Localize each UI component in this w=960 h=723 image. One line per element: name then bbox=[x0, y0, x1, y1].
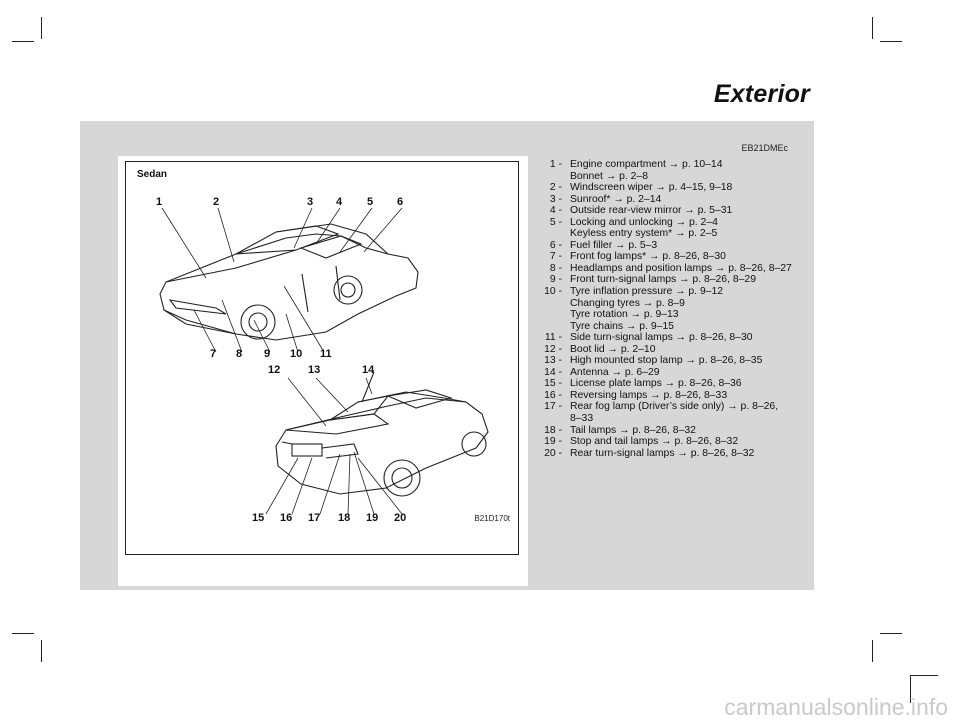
callout-13: 13 bbox=[308, 364, 321, 376]
list-item: 20 -Rear turn-signal lamps → p. 8–26, 8–… bbox=[544, 447, 755, 459]
leader-lines-front bbox=[161, 207, 403, 353]
watermark: carmanualsonline.info bbox=[724, 694, 948, 720]
list-item: 6 -Fuel filler → p. 5–3 bbox=[549, 239, 658, 251]
front-car-grille bbox=[168, 299, 227, 315]
callout-9: 9 bbox=[264, 348, 271, 360]
list-item: 5 -Locking and unlocking → p. 2–4 bbox=[549, 216, 718, 228]
list-item: 14 -Antenna → p. 6–29 bbox=[544, 366, 660, 378]
front-car-body bbox=[159, 233, 419, 341]
figure-frame: Sedan 1 2 3 4 5 6 7 8 9 10 11 12 13 14 1… bbox=[125, 161, 519, 555]
rear-car-side-window bbox=[386, 389, 453, 409]
callout-4: 4 bbox=[336, 196, 343, 208]
list-item: 16 -Reversing lamps → p. 8–26, 8–33 bbox=[544, 389, 728, 401]
vehicle-figure: Sedan 1 2 3 4 5 6 7 8 9 10 11 12 13 14 1… bbox=[118, 156, 528, 586]
callout-15: 15 bbox=[252, 512, 265, 524]
list-item: Tyre chains → p. 9–15 bbox=[570, 320, 674, 332]
crop-mark bbox=[872, 17, 873, 39]
figure-label: Sedan bbox=[137, 169, 168, 180]
corner-mark bbox=[910, 675, 938, 676]
list-item: 7 -Front fog lamps* → p. 8–26, 8–30 bbox=[549, 251, 726, 263]
callout-6: 6 bbox=[397, 196, 404, 208]
list-item: 9 -Front turn-signal lamps → p. 8–26, 8–… bbox=[549, 274, 756, 286]
rear-car-tail-lamps bbox=[281, 441, 359, 459]
rear-car-rear-wheel-hub bbox=[391, 467, 413, 489]
list-item: 8 -Headlamps and position lamps → p. 8–2… bbox=[549, 262, 792, 274]
crop-mark bbox=[12, 41, 34, 42]
list-item: 10 -Tyre inflation pressure → p. 9–12 bbox=[544, 286, 724, 298]
front-car-rear-wheel-hub bbox=[340, 282, 356, 298]
list-item: 13 -High mounted stop lamp → p. 8–26, 8–… bbox=[544, 355, 763, 367]
crop-mark bbox=[41, 17, 42, 39]
rear-car-antenna bbox=[361, 371, 375, 403]
page-title: Exterior bbox=[713, 80, 810, 108]
front-car-front-wheel bbox=[240, 304, 276, 340]
callout-2: 2 bbox=[213, 196, 220, 208]
list-item: 3 -Sunroof* → p. 2–14 bbox=[549, 193, 662, 205]
callout-12: 12 bbox=[268, 364, 281, 376]
list-item: 15 -License plate lamps → p. 8–26, 8–36 bbox=[544, 378, 742, 390]
reference-code: EB21DMEc bbox=[741, 143, 788, 153]
front-car-rear-wheel bbox=[333, 275, 363, 305]
rear-car-roof bbox=[357, 391, 467, 403]
callout-11: 11 bbox=[320, 348, 332, 360]
front-car-side-window bbox=[299, 235, 363, 259]
list-item: 17 -Rear fog lamp (Driver’s side only) →… bbox=[544, 401, 779, 413]
list-item: 1 -Engine compartment → p. 10–14 bbox=[549, 159, 723, 170]
callout-3: 3 bbox=[307, 196, 314, 208]
callout-16: 16 bbox=[280, 512, 293, 524]
rear-car-body bbox=[275, 397, 489, 495]
list-item: Bonnet → p. 2–8 bbox=[570, 170, 648, 182]
list-item: 12 -Boot lid → p. 2–10 bbox=[544, 343, 656, 355]
callout-18: 18 bbox=[338, 512, 351, 524]
callout-17: 17 bbox=[308, 512, 321, 524]
rear-car-front-wheel bbox=[461, 431, 487, 457]
rear-car-license-plate bbox=[291, 443, 323, 457]
crop-mark bbox=[872, 640, 873, 662]
crop-mark bbox=[41, 640, 42, 662]
callout-8: 8 bbox=[236, 348, 243, 360]
list-item: 19 -Stop and tail lamps → p. 8–26, 8–32 bbox=[544, 436, 739, 448]
crop-mark bbox=[12, 633, 34, 634]
car-illustration bbox=[159, 207, 489, 515]
crop-mark bbox=[880, 41, 902, 42]
front-car-front-wheel-hub bbox=[248, 312, 268, 332]
list-item: Keyless entry system* → p. 2–5 bbox=[570, 228, 718, 240]
list-item: Changing tyres → p. 8–9 bbox=[570, 297, 685, 309]
callout-19: 19 bbox=[366, 512, 379, 524]
content-panel: EB21DMEc bbox=[80, 121, 814, 590]
list-item: Tyre rotation → p. 9–13 bbox=[570, 309, 679, 321]
callout-1: 1 bbox=[156, 196, 163, 208]
callout-5: 5 bbox=[367, 196, 374, 208]
parts-list: 1 -Engine compartment → p. 10–14 Bonnet … bbox=[534, 159, 804, 459]
list-item: 18 -Tail lamps → p. 8–26, 8–32 bbox=[544, 424, 696, 436]
crop-mark bbox=[880, 633, 902, 634]
rear-car-rear-wheel bbox=[383, 459, 421, 497]
front-car-door-line bbox=[301, 265, 341, 313]
figure-id: B21D170t bbox=[474, 514, 510, 523]
callout-10: 10 bbox=[290, 348, 303, 360]
callout-14: 14 bbox=[362, 364, 375, 376]
front-car-windshield bbox=[235, 225, 340, 255]
corner-mark bbox=[910, 675, 911, 703]
list-item: 8–33 bbox=[570, 413, 594, 425]
callout-20: 20 bbox=[394, 512, 407, 524]
list-item: 11 -Side turn-signal lamps → p. 8–26, 8–… bbox=[544, 332, 753, 344]
front-car-bumper bbox=[163, 309, 237, 335]
list-item: 2 -Windscreen wiper → p. 4–15, 9–18 bbox=[549, 182, 733, 194]
callout-7: 7 bbox=[210, 348, 217, 360]
list-item: 4 -Outside rear-view mirror → p. 5–31 bbox=[549, 205, 733, 217]
rear-car-trunk-lid bbox=[285, 413, 390, 435]
front-car-roofline bbox=[275, 223, 389, 255]
front-car-hood-line bbox=[165, 249, 297, 283]
leader-lines-rear bbox=[265, 377, 403, 515]
